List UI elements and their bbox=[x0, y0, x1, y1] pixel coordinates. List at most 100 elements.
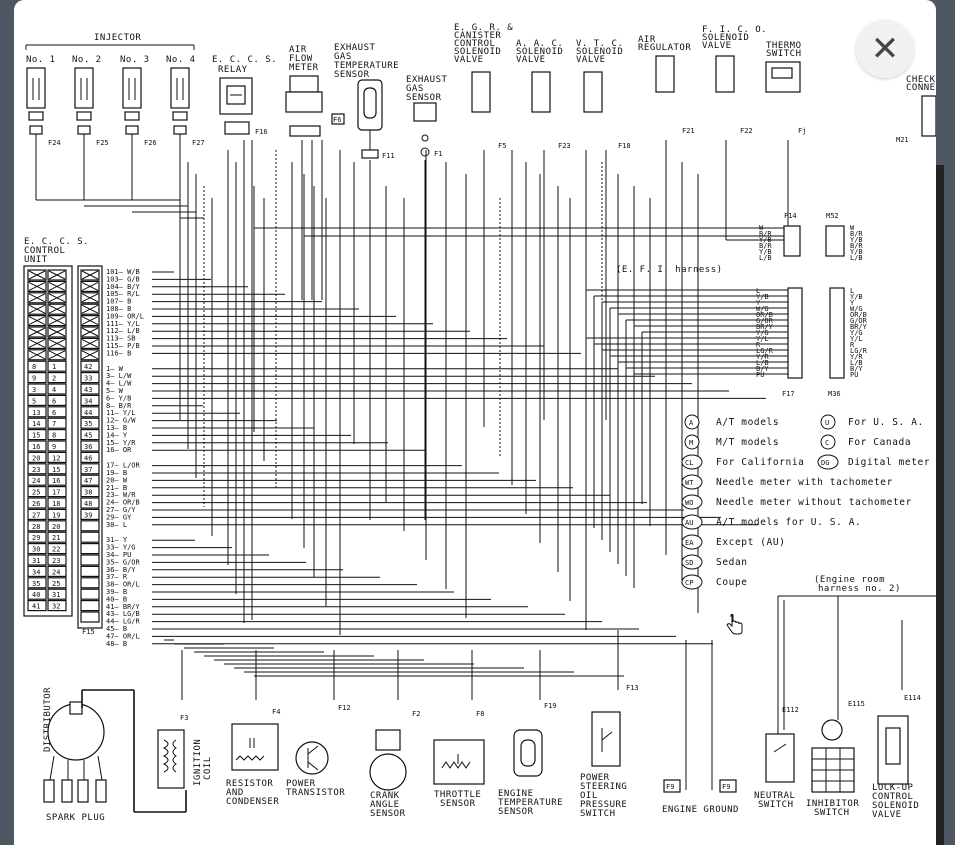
wire-label: Y/B bbox=[759, 236, 772, 244]
svg-text:F15: F15 bbox=[82, 628, 95, 636]
ecu-cell bbox=[27, 417, 47, 429]
ecu-cell bbox=[80, 474, 100, 486]
svg-text:(Engine room: (Engine room bbox=[814, 575, 885, 585]
svg-text:F2: F2 bbox=[412, 710, 420, 718]
ecu-pin-label: 13— B bbox=[106, 424, 127, 432]
air-regulator: AIR REGULATOR F21 bbox=[638, 35, 695, 135]
svg-text:32: 32 bbox=[52, 603, 60, 611]
engine-ground: ENGINE GROUND F9 F9 bbox=[662, 774, 738, 815]
wire-label: Y/B bbox=[850, 236, 863, 244]
wire-label: W/G bbox=[756, 305, 769, 313]
injector-3: F26 bbox=[122, 67, 157, 200]
svg-text:7: 7 bbox=[52, 420, 56, 428]
ecu-cell bbox=[80, 577, 100, 589]
svg-text:23: 23 bbox=[52, 557, 60, 565]
wire-label: B/Y bbox=[756, 365, 769, 373]
svg-text:30: 30 bbox=[32, 546, 40, 554]
svg-text:SPARK PLUG: SPARK PLUG bbox=[46, 813, 105, 823]
ecu-cell bbox=[47, 417, 67, 429]
wire-label: W/G bbox=[850, 305, 863, 313]
svg-text:TEMPERATURE: TEMPERATURE bbox=[498, 798, 563, 808]
svg-text:9: 9 bbox=[32, 375, 36, 383]
legend-text: Needle meter with tachometer bbox=[716, 477, 893, 488]
svg-text:43: 43 bbox=[84, 386, 92, 394]
connector-F24: F24 bbox=[48, 139, 61, 147]
svg-text:1: 1 bbox=[52, 363, 56, 371]
ecu-cell bbox=[27, 565, 47, 578]
ecu-cell bbox=[80, 554, 100, 566]
svg-text:3: 3 bbox=[32, 386, 36, 394]
svg-text:CRANK: CRANK bbox=[370, 791, 400, 801]
wire-label: Y/L bbox=[756, 335, 769, 343]
svg-text:U: U bbox=[825, 419, 829, 427]
wire-label: PU bbox=[850, 371, 858, 379]
ecu-pin-label: 29— GY bbox=[106, 513, 132, 521]
svg-text:34: 34 bbox=[32, 568, 40, 576]
ecu-cell bbox=[80, 417, 100, 429]
wire-label: B/R bbox=[850, 242, 863, 250]
vtc-solenoid: V. T. C. SOLENOID VALVE F18 bbox=[576, 39, 631, 150]
svg-text:METER: METER bbox=[289, 63, 319, 73]
ecu-pin-label: 48— B bbox=[106, 640, 127, 648]
ecu-cell bbox=[80, 520, 100, 532]
lockup-solenoid: LOCK-UP CONTROL SOLENOID VALVE E114 bbox=[872, 694, 921, 820]
svg-text:47: 47 bbox=[84, 477, 92, 485]
svg-text:CONDENSER: CONDENSER bbox=[226, 797, 279, 807]
scrollbar[interactable] bbox=[936, 165, 944, 845]
ecu-cell bbox=[27, 406, 47, 418]
svg-text:CONTROL: CONTROL bbox=[454, 39, 495, 49]
wire-label: Y/B bbox=[759, 248, 772, 256]
ecu-cell bbox=[47, 565, 67, 578]
wire-label: OR/B bbox=[756, 311, 773, 319]
ecu-cell bbox=[80, 463, 100, 475]
svg-text:42: 42 bbox=[84, 363, 92, 371]
svg-text:12: 12 bbox=[52, 454, 60, 462]
ecu-cell bbox=[47, 474, 67, 486]
svg-text:25: 25 bbox=[32, 489, 40, 497]
svg-text:SENSOR: SENSOR bbox=[498, 807, 534, 817]
wire-label: L bbox=[850, 287, 854, 295]
ecu-pin-label: 24— OR/B bbox=[106, 499, 140, 507]
wire-label: L/B bbox=[756, 359, 769, 367]
svg-text:F13: F13 bbox=[626, 684, 639, 692]
svg-text:POWER: POWER bbox=[580, 773, 610, 783]
svg-text:EXHAUST: EXHAUST bbox=[406, 75, 448, 85]
ecu-pin-label: 11— Y/L bbox=[106, 409, 136, 417]
svg-text:13: 13 bbox=[32, 409, 40, 417]
ecu-pin-label: 36— B/Y bbox=[106, 566, 136, 574]
ecu-pin-label: 41— BR/Y bbox=[106, 603, 141, 611]
hand-pointer-icon bbox=[726, 614, 743, 635]
svg-text:37: 37 bbox=[84, 466, 92, 474]
svg-text:F5: F5 bbox=[498, 142, 506, 150]
close-button[interactable]: ✕ bbox=[856, 20, 914, 78]
svg-text:IGNITION: IGNITION bbox=[193, 739, 203, 786]
ecu-pin-label: 3— L/W bbox=[106, 372, 132, 380]
svg-text:THROTTLE: THROTTLE bbox=[434, 790, 481, 800]
ecu-pin-label: 107— B bbox=[106, 298, 131, 306]
legend-text: Digital meter bbox=[848, 457, 930, 468]
thermo-switch: THERMO SWITCH Fj bbox=[765, 41, 806, 135]
wire-label: PU bbox=[756, 371, 764, 379]
ecu-pin-label: 30— L bbox=[106, 521, 127, 529]
legend-text: For Canada bbox=[848, 437, 911, 448]
svg-text:M21: M21 bbox=[896, 136, 909, 144]
svg-text:25: 25 bbox=[52, 580, 60, 588]
svg-text:41: 41 bbox=[32, 603, 40, 611]
ecu-pin-label: 109— OR/L bbox=[106, 312, 144, 320]
ecu-pin-label: 111— Y/L bbox=[106, 320, 140, 328]
wire-label: LG/R bbox=[850, 347, 868, 355]
ecu-cell bbox=[47, 486, 67, 498]
ecu-cell bbox=[47, 372, 67, 384]
ecu-cell bbox=[47, 394, 67, 406]
wire-label: L/B bbox=[850, 254, 863, 262]
ecu-cell bbox=[47, 520, 67, 532]
svg-text:9: 9 bbox=[52, 443, 56, 451]
legend-text: Sedan bbox=[716, 557, 748, 568]
ecu-cell bbox=[27, 383, 47, 395]
svg-text:20: 20 bbox=[32, 454, 40, 462]
